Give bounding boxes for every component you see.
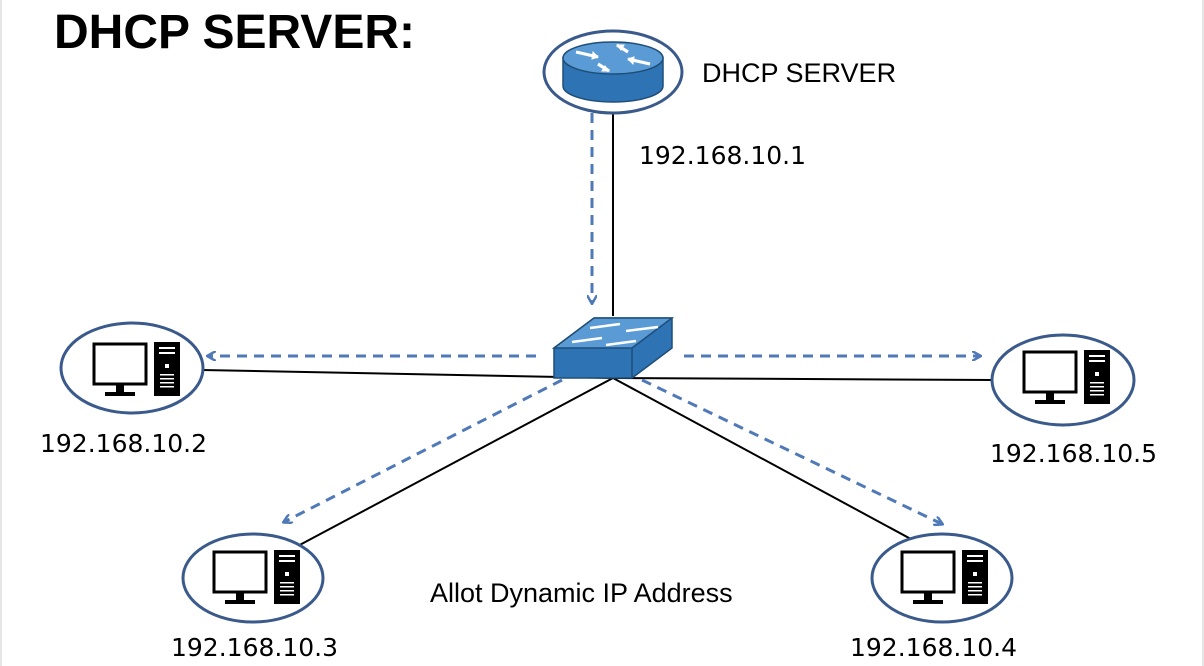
arrow-to-client-3 — [284, 378, 563, 522]
network-switch-icon — [551, 317, 675, 379]
link-switch-client-5 — [612, 377, 995, 381]
link-switch-client-3 — [293, 377, 614, 549]
router-icon — [562, 41, 664, 103]
client-ip-label: 192.168.10.3 — [171, 633, 338, 662]
client-node-2 — [59, 321, 205, 415]
server-ip-label: 192.168.10.1 — [639, 141, 806, 170]
client-node-4 — [870, 532, 1014, 624]
dhcp-server-node — [542, 29, 684, 115]
client-ip-label: 192.168.10.5 — [990, 439, 1157, 468]
page-title: DHCP SERVER: — [54, 6, 415, 59]
link-switch-client-2 — [201, 369, 614, 379]
client-ip-label: 192.168.10.4 — [850, 633, 1017, 662]
allocation-arrows — [208, 113, 980, 524]
client-node-3 — [181, 532, 325, 624]
network-links — [201, 110, 995, 559]
link-switch-client-4 — [612, 377, 947, 559]
client-node-5 — [990, 333, 1136, 427]
client-ip-label: 192.168.10.2 — [40, 429, 207, 458]
diagram-caption: Allot Dynamic IP Address — [430, 578, 733, 608]
arrow-to-client-4 — [641, 378, 942, 524]
server-name-label: DHCP SERVER — [702, 58, 896, 88]
